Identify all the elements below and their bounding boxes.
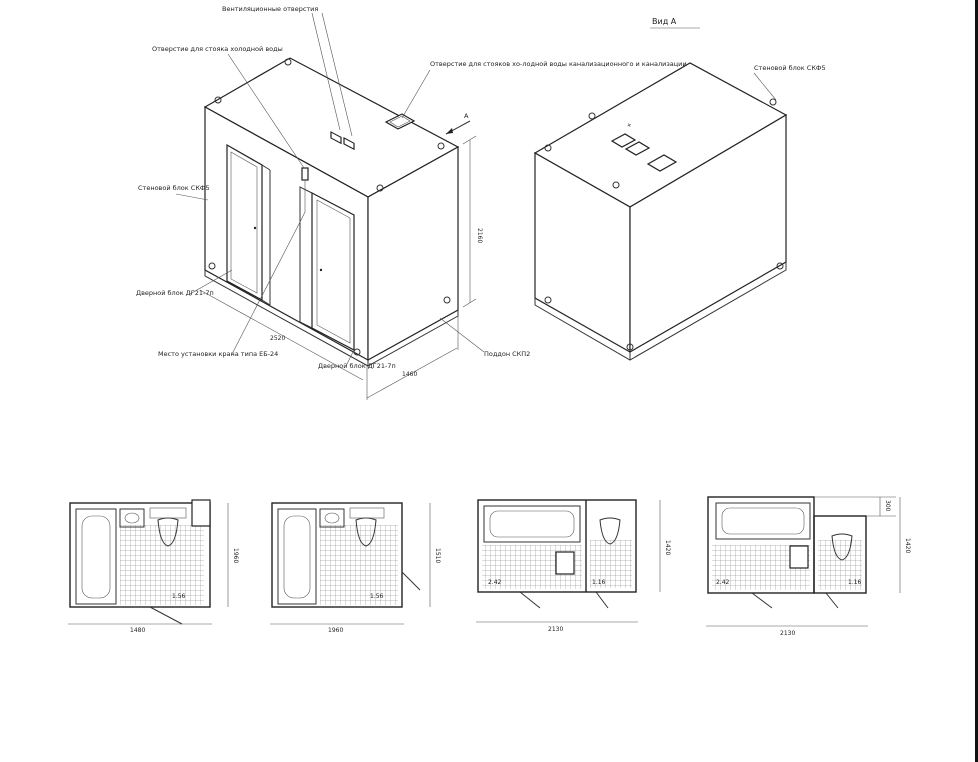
left-unit: 2160 2520 1460 А Вентиляционные отверсти… (136, 5, 687, 400)
plan-4-extra-dim: 300 (884, 500, 891, 512)
floor-plan-3: 2.42 1.16 2130 1420 (476, 499, 671, 633)
callout-crane: Место установки крана типа ЕБ-24 (158, 350, 278, 358)
callout-door-block: Дверной блок ДГ21-7п (136, 289, 214, 297)
left-unit-callouts: Вентиляционные отверстия Отверстие для с… (136, 5, 687, 370)
right-unit: Вид А + Стеновой блок СКФ5 (533, 17, 826, 361)
bathtub-1 (75, 508, 117, 605)
right-callout-wall-block: Стеновой блок СКФ5 (754, 64, 826, 72)
plan-1-room-label: 1.56 (172, 593, 186, 600)
plan-1-width-dim: 1480 (130, 627, 145, 634)
plan-4-width-dim: 2130 (780, 630, 795, 637)
roof-hatch (384, 113, 416, 130)
left-unit-door-2 (299, 186, 355, 351)
callout-sewer-risers: Отверстие для стояков хо-лодной воды кан… (430, 60, 687, 68)
plan-4-room-label-1: 2.42 (716, 579, 730, 586)
roof-vents (330, 113, 416, 151)
plan-3-width-dim: 2130 (548, 626, 563, 633)
view-a-label: Вид А (652, 17, 677, 26)
plan-2-height-dim: 1510 (434, 548, 441, 563)
callout-tray: Поддон СКП2 (484, 350, 530, 358)
toilet-4 (831, 533, 853, 561)
left-unit-dimensions: 2160 2520 1460 А (199, 112, 483, 400)
bathtub-4 (715, 502, 811, 540)
sink-2 (319, 508, 345, 528)
left-unit-door-1 (226, 143, 271, 306)
dim-width: 1460 (402, 371, 417, 378)
floor-plan-4: 2.42 1.16 2130 1420 300 (706, 496, 911, 637)
callout-door-block-2: Дверной блок ДГ21-7п (318, 362, 396, 370)
plan-3-height-dim: 1420 (664, 540, 671, 555)
sink-1 (119, 508, 145, 528)
lifting-lugs (208, 58, 451, 356)
plan-3-room-label-2: 1.16 (592, 579, 606, 586)
callout-wall-block: Стеновой блок СКФ5 (138, 184, 210, 192)
right-unit-roof-details: + (610, 121, 678, 172)
callout-cold-water-riser: Отверстие для стояка холодной воды (152, 45, 283, 53)
sink-4 (789, 545, 809, 569)
plan-4-room-label-2: 1.16 (848, 579, 862, 586)
bathtub-2 (277, 508, 317, 605)
plan-2-room-label: 1.56 (370, 593, 384, 600)
toilet-3 (599, 517, 621, 545)
floor-plan-1: 1.56 1480 1960 (68, 499, 239, 634)
callout-vents: Вентиляционные отверстия (222, 5, 318, 13)
view-marker-a: А (464, 112, 469, 120)
svg-text:+: + (626, 121, 634, 130)
bathtub-3 (483, 505, 581, 543)
dim-height: 2160 (476, 228, 483, 243)
plan-3-room-label-1: 2.42 (488, 579, 502, 586)
plan-1-height-dim: 1960 (232, 548, 239, 563)
sink-3 (555, 551, 575, 575)
right-unit-lugs (544, 98, 784, 351)
plan-2-width-dim: 1960 (328, 627, 343, 634)
riser-opening (301, 167, 309, 181)
plan-4-height-dim: 1420 (904, 538, 911, 553)
floor-plan-2: 1.56 1960 1510 (270, 502, 441, 634)
dim-length: 2520 (270, 335, 285, 342)
